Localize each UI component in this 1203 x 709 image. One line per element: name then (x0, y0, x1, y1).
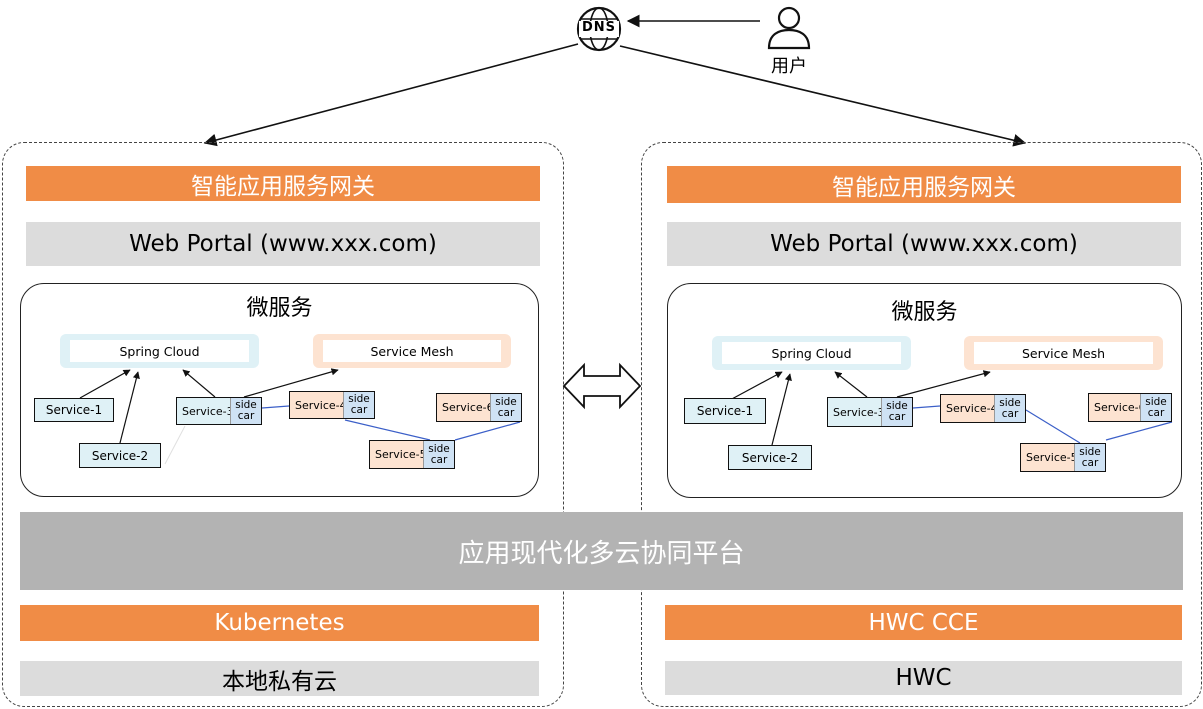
right-hwc-bar: HWC (665, 661, 1182, 695)
user-label: 用户 (771, 56, 807, 77)
right-service-5-sidecar: side car (1074, 444, 1105, 471)
right-hwc-cce-bar: HWC CCE (665, 605, 1182, 640)
right-service-3-label: Service-3 (833, 405, 885, 419)
sidecar-label-top: side (495, 395, 517, 408)
left-service-4: Service-4 side car (289, 391, 375, 419)
multi-cloud-platform-bar: 应用现代化多云协同平台 (20, 512, 1183, 590)
right-service-6-sidecar: side car (1140, 394, 1171, 421)
sidecar-label-bottom: car (1147, 406, 1165, 419)
dns-to-right-arrow (619, 45, 1027, 147)
right-service-1: Service-1 (684, 398, 766, 424)
left-service-3-label: Service-3 (182, 404, 234, 418)
right-service-4-label: Service-4 (946, 402, 998, 415)
right-service-4-sidecar: side car (994, 395, 1025, 422)
left-service-4-label: Service-4 (295, 398, 347, 412)
sidecar-label-bottom: car (430, 453, 448, 466)
sidecar-label-top: side (999, 396, 1021, 409)
sidecar-label-top: side (886, 400, 908, 412)
right-service-6: Service-6 side car (1088, 393, 1172, 422)
left-portal-bar: Web Portal (www.xxx.com) (26, 222, 540, 266)
dns-icon: DNS (576, 6, 622, 52)
right-service-5-label: Service-5 (1026, 451, 1078, 464)
left-spring-cloud-label: Spring Cloud (70, 340, 249, 362)
right-region (641, 142, 1202, 707)
left-service-2: Service-2 (79, 443, 161, 468)
left-spring-cloud-box: Spring Cloud (60, 334, 259, 368)
sidecar-label-top: side (235, 399, 257, 411)
left-region (2, 142, 564, 707)
left-service-6-sidecar: side car (490, 394, 521, 421)
left-service-mesh-box: Service Mesh (313, 334, 511, 368)
left-service-1: Service-1 (34, 398, 114, 422)
right-service-mesh-box: Service Mesh (964, 336, 1163, 370)
left-service-4-sidecar: side car (343, 392, 374, 418)
sidecar-label-bottom: car (1001, 407, 1019, 420)
sidecar-label-bottom: car (237, 410, 255, 422)
dns-label: DNS (581, 20, 617, 35)
sync-double-arrow-icon (562, 362, 642, 410)
right-service-3-sidecar: side car (881, 398, 912, 426)
right-service-3: Service-3 side car (827, 397, 913, 427)
dns-to-left-arrow (203, 43, 579, 147)
left-microservices-title: 微服务 (246, 296, 313, 321)
right-spring-cloud-label: Spring Cloud (722, 342, 901, 364)
right-portal-bar: Web Portal (www.xxx.com) (667, 222, 1181, 266)
left-service-3-sidecar: side car (230, 398, 261, 424)
left-service-6-label: Service-6 (442, 401, 494, 414)
left-service-5: Service-5 side car (369, 440, 455, 469)
right-service-mesh-label: Service Mesh (974, 342, 1153, 364)
left-service-5-label: Service-5 (375, 448, 427, 461)
right-spring-cloud-box: Spring Cloud (712, 336, 911, 370)
right-service-6-label: Service-6 (1094, 401, 1146, 414)
right-service-2: Service-2 (728, 445, 812, 470)
sidecar-label-top: side (428, 442, 450, 455)
sidecar-label-bottom: car (350, 404, 368, 416)
user-icon (766, 4, 812, 50)
right-service-4: Service-4 side car (940, 394, 1026, 423)
sidecar-label-top: side (348, 393, 370, 405)
left-service-5-sidecar: side car (423, 441, 454, 468)
sidecar-label-top: side (1145, 395, 1167, 408)
left-service-3: Service-3 side car (176, 397, 262, 425)
left-gateway-bar: 智能应用服务网关 (26, 166, 540, 201)
right-service-5: Service-5 side car (1020, 443, 1106, 472)
left-service-6: Service-6 side car (436, 393, 522, 422)
left-kubernetes-bar: Kubernetes (20, 605, 539, 641)
left-service-mesh-label: Service Mesh (323, 340, 501, 362)
sidecar-label-bottom: car (888, 411, 906, 423)
sidecar-label-bottom: car (1081, 456, 1099, 469)
sidecar-label-bottom: car (497, 406, 515, 419)
left-private-cloud-bar: 本地私有云 (20, 661, 539, 696)
sidecar-label-top: side (1079, 445, 1101, 458)
right-microservices-title: 微服务 (891, 300, 958, 325)
right-gateway-bar: 智能应用服务网关 (667, 166, 1181, 203)
